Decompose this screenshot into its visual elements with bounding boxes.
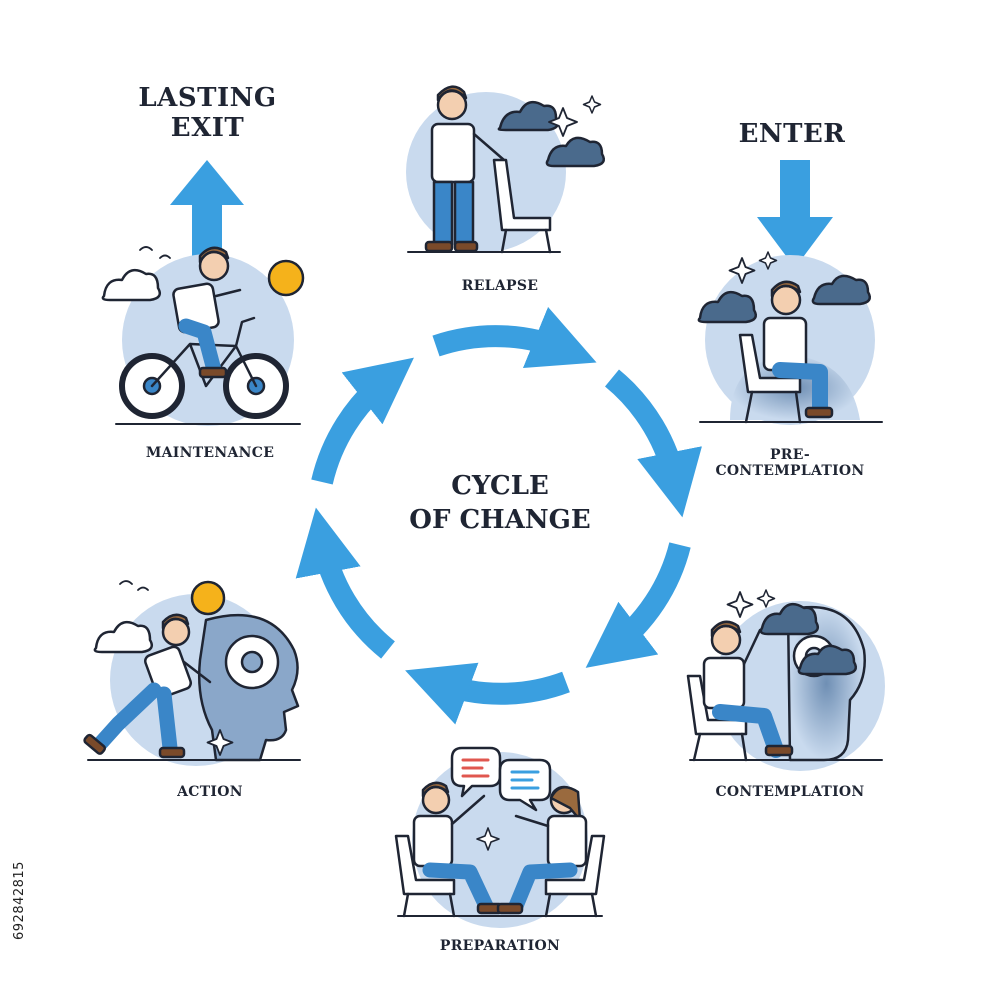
cycle-arrow-4 [405, 662, 570, 725]
diagram-title: CYCLE OF CHANGE [360, 470, 640, 538]
stage-label-preparation: PREPARATION [439, 938, 561, 954]
cycle-arrow-5 [295, 507, 396, 659]
cycle-arrows [295, 306, 702, 725]
cycle-arrow-1 [432, 306, 597, 368]
preparation-illustration [394, 746, 606, 928]
diagram-title-line-2: OF CHANGE [409, 504, 591, 535]
precontemplation-illustration [697, 251, 883, 425]
stage-label-maintenance: MAINTENANCE [145, 445, 275, 461]
relapse-illustration [406, 85, 605, 254]
cycle-arrow-3 [585, 542, 691, 668]
cycle-arrow-2 [604, 369, 702, 518]
enter-label: ENTER [738, 119, 846, 149]
contemplation-illustration [686, 589, 885, 771]
stage-label-action: ACTION [177, 784, 243, 800]
stage-label-contemplation: CONTEMPLATION [715, 784, 865, 800]
maintenance-illustration [101, 246, 305, 426]
lasting-exit-label: LASTING EXIT [138, 83, 277, 143]
cycle-arrow-6 [311, 357, 414, 485]
stage-label-relapse: RELAPSE [461, 278, 539, 294]
action-illustration [83, 580, 301, 766]
stock-image-id: 692842815 [12, 861, 27, 940]
stage-label-precontemplation: PRE- CONTEMPLATION [715, 447, 865, 480]
enter-arrow [757, 160, 833, 268]
diagram-title-line-1: CYCLE [451, 471, 549, 501]
